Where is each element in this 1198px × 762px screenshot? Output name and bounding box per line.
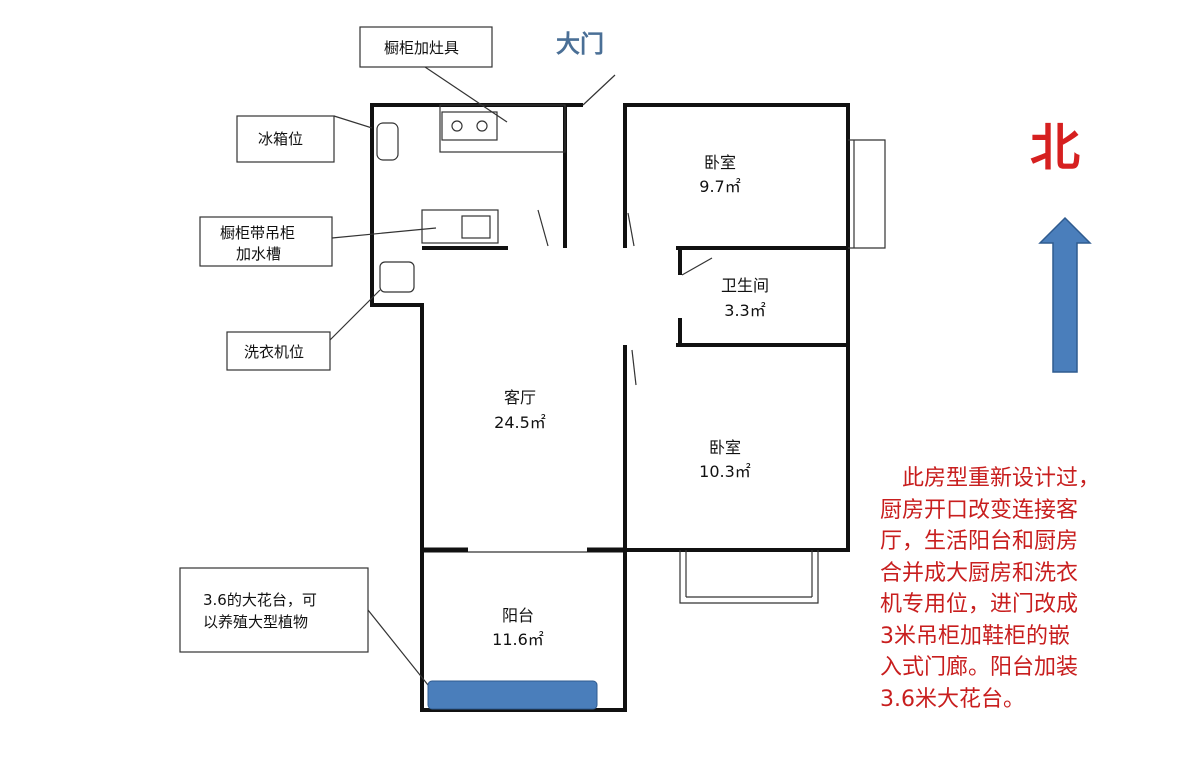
bedroom2-area: 10.3㎡ [699, 462, 751, 481]
bathroom-area: 3.3㎡ [724, 301, 765, 320]
note-line: 3.6米大花台。 [880, 686, 1025, 712]
north-label: 北 [1030, 119, 1080, 177]
fridge-icon [376, 122, 399, 161]
washer-icon [379, 261, 415, 293]
callout-fridge-box [236, 115, 335, 163]
note-line: 合并成大厨房和洗衣 [880, 560, 1079, 586]
bathroom-door-swing [681, 257, 713, 276]
north-arrow-icon [1038, 216, 1092, 373]
callout-washer-box [226, 331, 331, 371]
bedroom1-area: 9.7㎡ [699, 177, 740, 196]
balcony-name: 阳台 [502, 606, 534, 625]
callout-sink-box [199, 216, 333, 267]
bay-window [848, 139, 886, 249]
sink-counter [421, 209, 499, 244]
bedroom1-door-swing [627, 212, 635, 247]
living-name: 客厅 [504, 388, 536, 407]
callout-planter-1: 3.6的大花台，可 [203, 591, 317, 609]
callout-stove: 橱柜加灶具 [384, 39, 459, 57]
note-line: 厨房开口改变连接客 [880, 497, 1079, 523]
living-area: 24.5㎡ [494, 413, 546, 432]
balcony-area: 11.6㎡ [492, 630, 544, 649]
design-note: 此房型重新设计过， 厨房开口改变连接客 厅，生活阳台和厨房 合并成大厨房和洗衣 … [880, 463, 1155, 715]
bathroom-name: 卫生间 [721, 276, 769, 295]
note-line: 厅，生活阳台和厨房 [880, 529, 1079, 554]
bedroom1-name: 卧室 [704, 153, 736, 172]
callout-planter-box [179, 567, 369, 653]
note-line: 入式门廊。阳台加装 [880, 655, 1079, 680]
callout-sink-2: 加水槽 [236, 245, 281, 263]
stove-icon [441, 111, 498, 141]
bedroom2-window [679, 550, 819, 604]
note-line: 此房型重新设计过， [880, 466, 1101, 491]
entry-door-swing [582, 74, 616, 106]
callout-washer: 洗衣机位 [244, 343, 304, 361]
callout-fridge: 冰箱位 [258, 130, 303, 148]
callout-sink-1: 橱柜带吊柜 [220, 224, 295, 242]
callout-stove-box [359, 26, 493, 68]
note-line: 3米吊柜加鞋柜的嵌 [880, 623, 1070, 649]
kitchen-door-swing [537, 209, 549, 247]
note-line: 机专用位，进门改成 [880, 592, 1079, 617]
sink-icon [461, 215, 491, 239]
bedroom2-name: 卧室 [709, 438, 741, 457]
entry-door-label: 大门 [556, 30, 604, 58]
walls [370, 103, 850, 712]
callout-planter-2: 以养殖大型植物 [203, 613, 308, 631]
planter [427, 680, 598, 710]
stove-counter [439, 104, 566, 153]
thin-lines [179, 26, 886, 691]
bedroom2-door-swing [631, 349, 637, 386]
